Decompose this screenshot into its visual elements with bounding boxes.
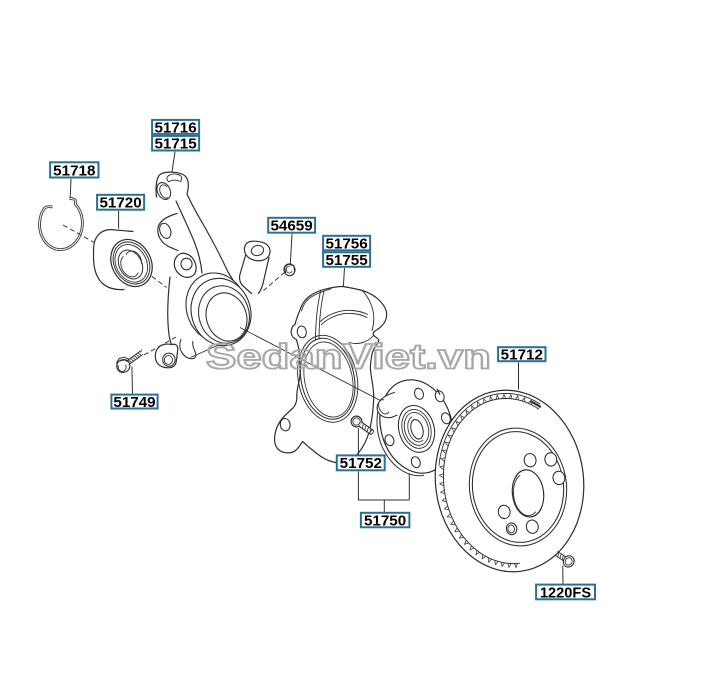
svg-text:51720: 51720 bbox=[99, 195, 141, 212]
svg-text:51718: 51718 bbox=[53, 162, 95, 179]
svg-text:SedanViet.vn: SedanViet.vn bbox=[206, 338, 491, 377]
svg-text:51712: 51712 bbox=[501, 347, 543, 364]
svg-text:51749: 51749 bbox=[113, 394, 155, 411]
svg-text:54659: 54659 bbox=[270, 218, 312, 235]
svg-text:51716: 51716 bbox=[154, 119, 196, 136]
svg-text:51750: 51750 bbox=[364, 512, 406, 529]
svg-text:51752: 51752 bbox=[340, 455, 382, 472]
svg-text:51756: 51756 bbox=[325, 236, 367, 253]
svg-text:1220FS: 1220FS bbox=[540, 585, 591, 601]
svg-text:51715: 51715 bbox=[154, 136, 197, 153]
svg-text:51755: 51755 bbox=[325, 252, 368, 269]
